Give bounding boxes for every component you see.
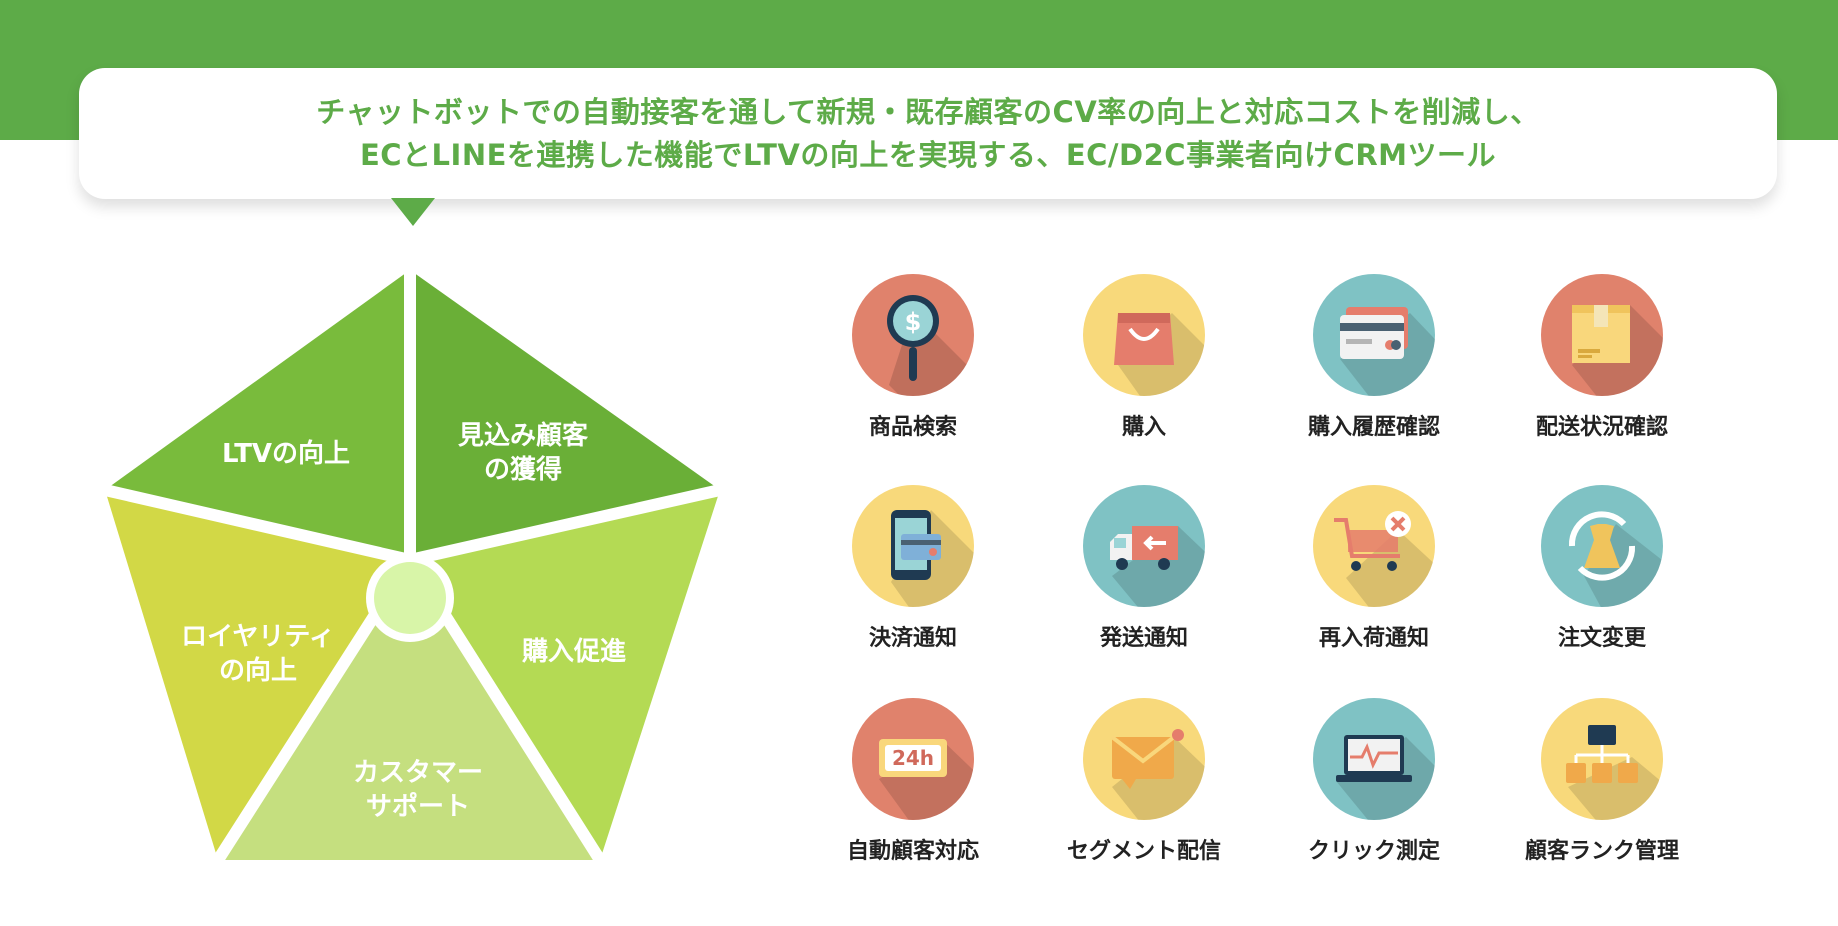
feature-label: 配送状況確認: [1535, 415, 1668, 440]
credit-card-icon: [1313, 274, 1435, 396]
segment-purchase: [410, 490, 720, 860]
segment-loyalty: [105, 490, 410, 860]
pentagon-diagram: LTVの向上 見込み顧客 の獲得 購入促進 カスタマー サポート ロイヤリティ …: [99, 264, 726, 866]
segment-loyalty-label-1: ロイヤリティ: [181, 622, 335, 652]
segment-support-label-2: サポート: [366, 791, 470, 822]
feature-label: 購入: [1121, 415, 1166, 440]
feature-label: セグメント配信: [1066, 839, 1221, 864]
segment-support-label-1: カスタマー: [353, 758, 483, 788]
segment-ltv-label: LTVの向上: [222, 438, 350, 469]
shopping-bag-icon: [1083, 274, 1205, 396]
feature-auto-response: 24h 自動顧客対応: [803, 697, 1023, 865]
feature-restock-notice: 再入荷通知: [1264, 484, 1484, 652]
delivery-truck-icon: [1083, 485, 1205, 607]
feature-label: 顧客ランク管理: [1524, 839, 1679, 864]
feature-customer-rank: 顧客ランク管理: [1492, 697, 1712, 865]
clock-24h-icon: 24h: [852, 698, 974, 820]
envelope-icon: [1083, 698, 1205, 820]
segment-ltv: [105, 270, 410, 560]
laptop-chart-icon: [1313, 698, 1435, 820]
feature-click-tracking: クリック測定: [1264, 697, 1484, 865]
feature-shipping-notice: 発送通知: [1034, 484, 1254, 652]
feature-label: クリック測定: [1307, 839, 1440, 864]
package-box-icon: [1541, 274, 1663, 396]
feature-label: 購入履歴確認: [1307, 415, 1440, 440]
feature-label: 発送通知: [1099, 626, 1188, 651]
segment-support: [218, 560, 600, 860]
feature-label: 決済通知: [868, 626, 957, 651]
pentagon-segments: [105, 270, 720, 860]
refresh-dress-icon: [1541, 485, 1663, 607]
header-card: チャットボットでの自動接客を通して新規・既存顧客のCV率の向上と対応コストを削減…: [79, 68, 1777, 199]
svg-text:24h: 24h: [892, 746, 934, 770]
segment-loyalty-label-2: の向上: [219, 655, 297, 686]
feature-delivery-status: 配送状況確認: [1492, 273, 1712, 441]
svg-text:$: $: [905, 308, 922, 336]
header-line-1: チャットボットでの自動接客を通して新規・既存顧客のCV率の向上と対応コストを削減…: [316, 94, 1540, 129]
smartphone-card-icon: [852, 485, 974, 607]
shopping-cart-x-icon: [1313, 485, 1435, 607]
feature-product-search: $ 商品検索: [803, 273, 1023, 441]
feature-payment-notice: 決済通知: [803, 484, 1023, 652]
header-line-2: ECとLINEを連携した機能でLTVの向上を実現する、EC/D2C事業者向けCR…: [359, 137, 1497, 172]
feature-order-change: 注文変更: [1492, 484, 1712, 652]
feature-segment-delivery: セグメント配信: [1034, 697, 1254, 865]
segment-prospect-label-1: 見込み顧客: [458, 420, 589, 451]
feature-label: 再入荷通知: [1318, 626, 1429, 651]
magnifier-dollar-icon: $: [852, 274, 974, 396]
feature-label: 商品検索: [868, 415, 957, 440]
feature-purchase: 購入: [1034, 273, 1254, 441]
feature-label: 自動顧客対応: [846, 839, 979, 864]
hierarchy-icon: [1541, 698, 1663, 820]
feature-purchase-history: 購入履歴確認: [1264, 273, 1484, 441]
feature-label: 注文変更: [1557, 626, 1646, 651]
segment-purchase-label: 購入促進: [522, 637, 626, 667]
segment-prospect: [410, 270, 720, 560]
center-hub: [374, 562, 446, 634]
header-pointer: [391, 198, 435, 226]
segment-prospect-label-2: の獲得: [484, 455, 562, 485]
